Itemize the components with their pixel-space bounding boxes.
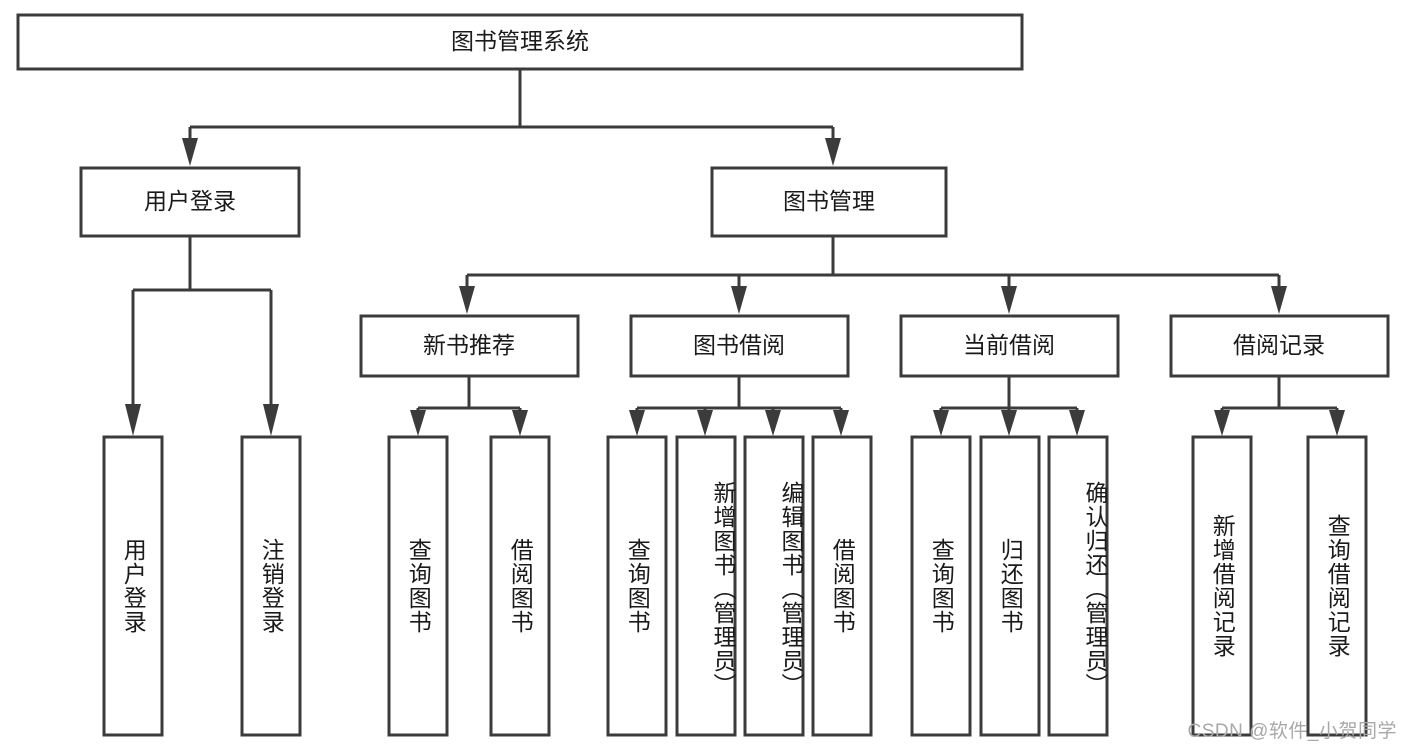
arrow-head-icon (512, 410, 528, 436)
arrow-head-icon (825, 138, 841, 166)
arrow-head-icon (410, 410, 426, 436)
arrow-head-icon (765, 410, 781, 436)
leaf-box-query-book-1[interactable] (387, 435, 449, 737)
arrow-head-icon (1001, 286, 1017, 314)
connector-bookmgmt-to-level2 (459, 236, 1287, 314)
arrow-head-icon (1214, 410, 1230, 436)
arrow-head-icon (1069, 410, 1085, 436)
node-current-borrow-label: 当前借阅 (963, 332, 1055, 358)
connector-borrow-to-leaves (629, 377, 849, 436)
arrow-head-icon (697, 410, 713, 436)
arrow-head-icon (263, 404, 279, 436)
leaf-box-query-book-2[interactable] (606, 435, 668, 737)
arrow-head-icon (629, 410, 645, 436)
leaf-box-edit-book[interactable] (743, 435, 805, 737)
leaf-box-query-book-3[interactable] (910, 435, 972, 737)
leaf-box-query-record[interactable] (1306, 435, 1368, 737)
connector-root-to-level1 (182, 69, 841, 166)
node-root[interactable]: 图书管理系统 (16, 13, 1024, 71)
leaf-box-add-record[interactable] (1191, 435, 1253, 737)
leaf-box-confirm-return[interactable] (1047, 435, 1109, 737)
connector-userlogin-to-leaves (125, 236, 279, 436)
arrow-head-icon (731, 286, 747, 314)
leaf-box-logout[interactable] (240, 435, 302, 737)
arrow-head-icon (459, 286, 475, 314)
leaf-box-borrow-book-1[interactable] (489, 435, 551, 737)
arrow-head-icon (1001, 410, 1017, 436)
arrow-head-icon (1271, 286, 1287, 314)
leaf-box-borrow-book-2[interactable] (811, 435, 873, 737)
node-borrow-record[interactable]: 借阅记录 (1169, 314, 1390, 378)
arrow-head-icon (933, 410, 949, 436)
watermark: CSDN @软件_小贺同学 (1187, 721, 1397, 742)
node-book-borrow-label: 图书借阅 (693, 332, 785, 358)
node-current-borrow[interactable]: 当前借阅 (899, 314, 1120, 378)
node-borrow-record-label: 借阅记录 (1233, 332, 1325, 358)
node-user-login-label: 用户登录 (144, 188, 236, 214)
node-book-borrow[interactable]: 图书借阅 (629, 314, 850, 378)
arrow-head-icon (182, 138, 198, 166)
connector-newbook-to-leaves (410, 377, 528, 436)
node-new-book-recommend[interactable]: 新书推荐 (359, 314, 580, 378)
node-user-login[interactable]: 用户登录 (79, 166, 301, 238)
node-new-book-recommend-label: 新书推荐 (423, 332, 515, 358)
arrow-head-icon (1329, 410, 1345, 436)
leaf-box-user-login[interactable] (102, 435, 164, 737)
node-root-label: 图书管理系统 (451, 28, 589, 54)
node-book-management[interactable]: 图书管理 (710, 166, 948, 238)
leaf-box-return-book[interactable] (979, 435, 1041, 737)
leaf-box-add-book[interactable] (675, 435, 737, 737)
connector-current-to-leaves (933, 377, 1085, 436)
node-book-management-label: 图书管理 (783, 188, 875, 214)
arrow-head-icon (833, 410, 849, 436)
connector-record-to-leaves (1214, 377, 1345, 436)
arrow-head-icon (125, 404, 141, 436)
